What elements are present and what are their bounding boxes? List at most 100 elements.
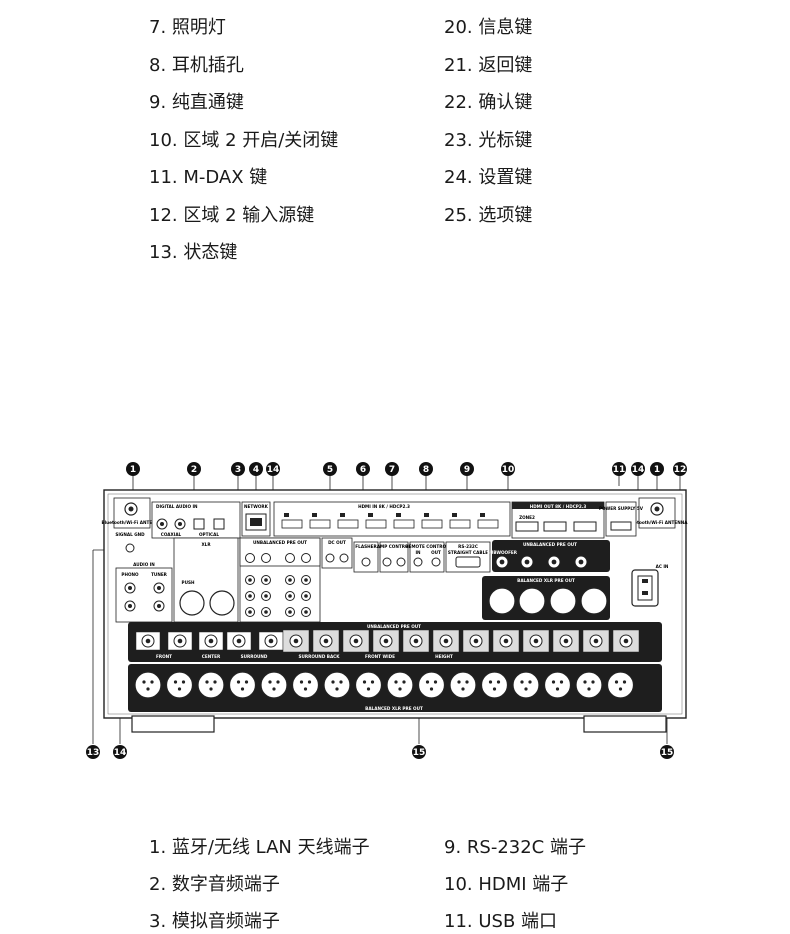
callout-badge: 1 xyxy=(126,462,140,476)
dc-out: DC OUT xyxy=(321,537,353,569)
hdmi-out-label: HDMI OUT 8K / HDCP2.3 xyxy=(530,504,587,509)
optical-label: OPTICAL xyxy=(199,532,219,537)
network-label: NETWORK xyxy=(244,504,269,509)
xlr-jack xyxy=(165,671,194,699)
svg-text:8: 8 xyxy=(423,465,429,475)
list-item: 11. M-DAX 键 xyxy=(149,167,268,188)
hdmi-port xyxy=(477,519,499,529)
zone2-label: ZONE2 xyxy=(519,515,535,520)
callout-badge: 13 xyxy=(86,745,100,759)
hdmi-port xyxy=(309,519,331,529)
xlr-jack xyxy=(606,671,635,699)
list-item: 2. 数字音频端子 xyxy=(149,874,280,895)
callout-badge: 6 xyxy=(356,462,370,476)
power-supply-label: POWER SUPPLY 5V xyxy=(599,506,644,511)
svg-text:14: 14 xyxy=(632,465,645,475)
callout-badge: 14 xyxy=(113,745,127,759)
hdmi-port xyxy=(281,519,303,529)
hdmi-port xyxy=(365,519,387,529)
sub-unbal-label: UNBALANCED PRE OUT xyxy=(523,542,577,547)
callout-badge: 7 xyxy=(385,462,399,476)
xlr-jack xyxy=(323,671,351,699)
svg-text:7: 7 xyxy=(389,465,395,475)
sub-bal-label: BALANCED XLR PRE OUT xyxy=(517,578,575,583)
callout-badge: 5 xyxy=(323,462,337,476)
callout-badge: 4 xyxy=(249,462,263,476)
xlr-jack xyxy=(386,671,414,699)
xlr-jack xyxy=(197,671,225,699)
xlr-jack xyxy=(354,671,383,699)
remote-out-label: OUT xyxy=(431,550,441,555)
xlr-jack xyxy=(228,671,257,699)
svg-text:3: 3 xyxy=(235,465,241,475)
svg-text:10: 10 xyxy=(502,465,515,475)
digital-audio-in: DIGITAL AUDIO IN COAXIAL OPTICAL xyxy=(151,501,241,539)
height-label: HEIGHT xyxy=(435,654,453,659)
xlr-inputs: XLR PUSH xyxy=(173,537,239,623)
svg-text:15: 15 xyxy=(413,748,426,758)
list-item: 1. 蓝牙/无线 LAN 天线端子 xyxy=(149,837,370,858)
digital-audio-in-label: DIGITAL AUDIO IN xyxy=(156,504,198,509)
xlr-jack xyxy=(512,671,540,699)
list-item: 23. 光标键 xyxy=(444,130,533,151)
surround-back-label: SURROUND BACK xyxy=(298,654,340,659)
network-port: NETWORK xyxy=(241,501,271,537)
callout-badge: 15 xyxy=(660,745,674,759)
flasher-label: FLASHER xyxy=(355,544,377,549)
list-item: 3. 模拟音频端子 xyxy=(149,911,280,932)
antenna-right: Bluetooth/Wi-Fi ANTENNA xyxy=(627,497,688,529)
list-item: 9. 纯直通键 xyxy=(149,92,244,113)
balanced-row-label: BALANCED XLR PRE OUT xyxy=(365,706,423,711)
center-label: CENTER xyxy=(202,654,221,659)
list-item: 20. 信息键 xyxy=(444,17,533,38)
callout-badge: 15 xyxy=(412,745,426,759)
list-item: 12. 区域 2 输入源键 xyxy=(149,205,315,226)
xlr-jack xyxy=(260,671,288,699)
list-item: 11. USB 端口 xyxy=(444,911,558,932)
hdmi-port xyxy=(393,519,415,529)
balanced-xlr-pre-out-row: BALANCED XLR PRE OUT xyxy=(128,664,662,712)
xlr-jack xyxy=(543,671,572,699)
surround-label: SURROUND xyxy=(241,654,268,659)
subwoofer-balanced: BALANCED XLR PRE OUT xyxy=(482,576,610,620)
callout-badge: 2 xyxy=(187,462,201,476)
svg-text:13: 13 xyxy=(87,748,100,758)
straight-cable-label: STRAIGHT CABLE xyxy=(448,550,488,555)
svg-text:2: 2 xyxy=(191,465,197,475)
callout-badge: 12 xyxy=(673,462,687,476)
list-item: 24. 设置键 xyxy=(444,167,533,188)
xlr-label: XLR xyxy=(201,542,211,547)
svg-text:1: 1 xyxy=(654,465,660,475)
callout-badge: 10 xyxy=(501,462,515,476)
front-label: FRONT xyxy=(156,654,172,659)
hdmi-out-block: HDMI OUT 8K / HDCP2.3 ZONE2 xyxy=(511,501,605,539)
svg-text:11: 11 xyxy=(613,465,626,475)
rs232c-label: RS-232C xyxy=(458,544,478,549)
xlr-jack xyxy=(291,671,320,699)
xlr-jack xyxy=(449,671,477,699)
ac-in-label: AC IN xyxy=(656,564,669,569)
hdmi-port xyxy=(421,519,443,529)
list-item: 25. 选项键 xyxy=(444,205,533,226)
xlr-jack xyxy=(480,671,509,699)
power-supply: POWER SUPPLY 5V xyxy=(599,501,644,537)
subwoofer-label: SUBWOOFER xyxy=(487,550,518,555)
svg-text:1: 1 xyxy=(130,465,136,475)
xlr-jack xyxy=(134,671,162,699)
callout-badge: 8 xyxy=(419,462,433,476)
svg-text:5: 5 xyxy=(327,465,333,475)
dc-out-label: DC OUT xyxy=(328,540,346,545)
tuner-label: TUNER xyxy=(151,572,168,577)
antenna-left: Bluetooth/Wi-Fi ANTENNA xyxy=(102,497,163,529)
zone-pre-out: UNBALANCED PRE OUT xyxy=(239,537,321,567)
callout-badge: 9 xyxy=(460,462,474,476)
front-wide-label: FRONT WIDE xyxy=(365,654,395,659)
hdmi-in-label: HDMI IN 8K / HDCP2.3 xyxy=(358,504,410,509)
callout-badge: 14 xyxy=(631,462,645,476)
coaxial-label: COAXIAL xyxy=(161,532,182,537)
hdmi-port xyxy=(337,519,359,529)
foot-right xyxy=(583,715,667,733)
foot-left xyxy=(131,715,215,733)
list-item: 13. 状态键 xyxy=(149,242,238,263)
